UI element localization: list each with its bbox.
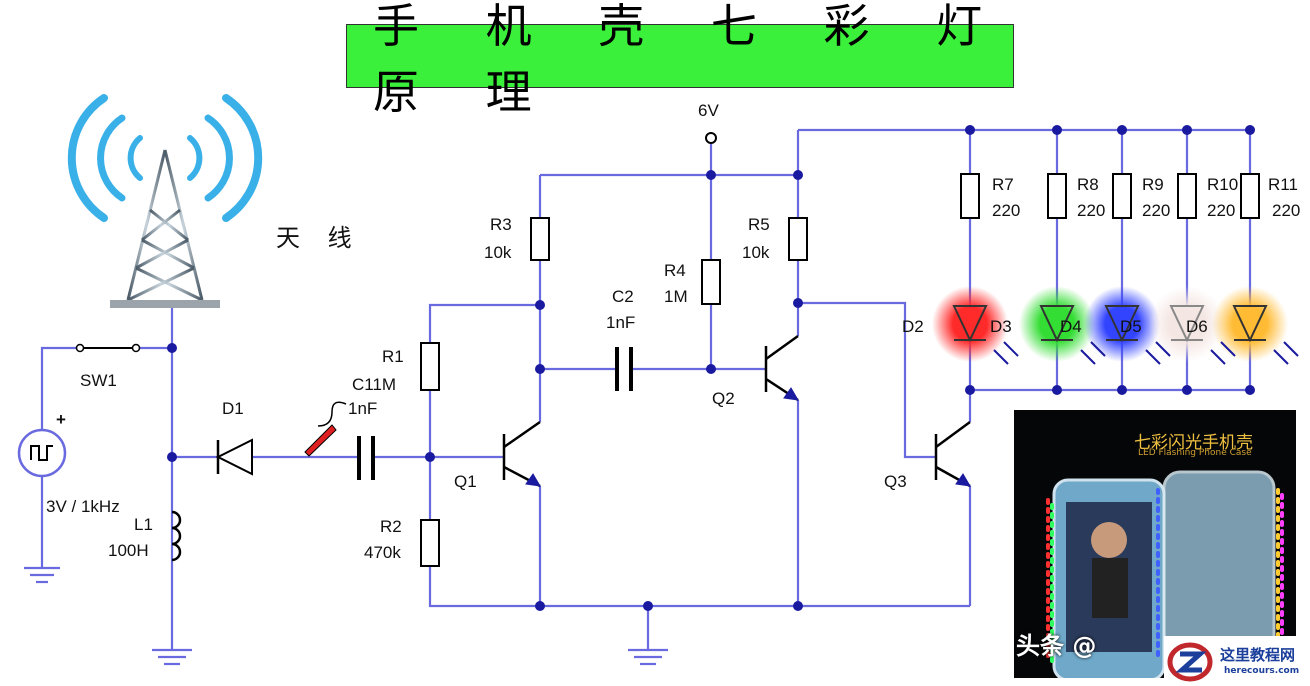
d3-label: D3	[990, 317, 1012, 336]
sw1-label: SW1	[80, 371, 117, 390]
c1-combined-label: C11M	[352, 375, 396, 394]
transistor-q1	[502, 420, 541, 488]
switch-sw1	[75, 343, 141, 353]
resistor-r4	[701, 259, 721, 305]
led-glow-red	[932, 286, 1008, 362]
r10-value: 220	[1207, 201, 1235, 220]
r2-value: 470k	[364, 543, 401, 562]
capacitor-c2	[615, 347, 633, 391]
diode-d1	[215, 438, 253, 476]
r11-label: R11	[1268, 175, 1298, 194]
l1-label: L1	[134, 515, 153, 534]
resistor-r2	[420, 519, 440, 567]
site-logo: 这里教程网 herecours.com	[1164, 636, 1310, 686]
photo-title: 七彩闪光手机壳	[1134, 433, 1253, 453]
r4-label: R4	[664, 261, 686, 280]
wires	[40, 128, 1250, 650]
product-photo: 七彩闪光手机壳 LED Flashing Phone Case	[1014, 410, 1296, 678]
r9-label: R9	[1142, 175, 1164, 194]
r1-label: R1	[382, 347, 404, 366]
antenna-icon	[67, 94, 263, 308]
page-title: 手 机 壳 七 彩 灯 原 理	[373, 0, 1009, 119]
r8-value: 220	[1077, 201, 1105, 220]
r5-label: R5	[748, 215, 770, 234]
supply-terminal	[705, 132, 717, 144]
led-light-arrows	[993, 341, 1299, 365]
watermark: 头条 @	[1016, 632, 1097, 660]
led-glow-white	[1149, 286, 1225, 362]
resistor-r1	[420, 342, 440, 391]
r11-value: 220	[1272, 201, 1300, 220]
r7-value: 220	[992, 201, 1020, 220]
d5-label: D5	[1120, 317, 1142, 336]
transistor-q2	[764, 334, 799, 402]
source-polarity: +	[56, 410, 66, 429]
logo-text: 这里教程网	[1220, 646, 1296, 664]
logo-emblem-icon	[1167, 642, 1213, 682]
r8-label: R8	[1077, 175, 1099, 194]
photo-subtitle: LED Flashing Phone Case	[1138, 448, 1252, 458]
resistor-r5	[788, 217, 808, 261]
antenna-label: 天 线	[276, 224, 362, 252]
phone-case-illustration	[1046, 470, 1284, 678]
source-label: 3V / 1kHz	[46, 497, 120, 516]
led-glow-blue	[1084, 286, 1160, 362]
r5-value: 10k	[742, 243, 770, 262]
c2-label: C2	[612, 287, 634, 306]
resistor-r3	[530, 217, 550, 261]
r9-value: 220	[1142, 201, 1170, 220]
q3-label: Q3	[884, 472, 907, 491]
r7-label: R7	[992, 175, 1014, 194]
d2-label: D2	[902, 317, 924, 336]
ground-symbols	[24, 566, 668, 666]
capacitor-c1	[357, 436, 375, 480]
probe-icon	[304, 401, 347, 457]
transistor-q3	[934, 420, 971, 488]
r4-value: 1M	[664, 287, 688, 306]
supply-label: 6V	[698, 101, 719, 120]
title-banner: 手 机 壳 七 彩 灯 原 理	[346, 0, 1014, 119]
led-glow-green	[1019, 286, 1095, 362]
r3-value: 10k	[484, 243, 512, 262]
q2-label: Q2	[712, 389, 735, 408]
junction-dots	[167, 125, 1255, 611]
r2-label: R2	[380, 517, 402, 536]
d6-label: D6	[1186, 317, 1208, 336]
q1-label: Q1	[454, 472, 477, 491]
led-glow-amber	[1212, 286, 1288, 362]
c2-value: 1nF	[606, 313, 635, 332]
led-resistors	[960, 173, 1260, 219]
d1-label: D1	[222, 399, 244, 418]
r10-label: R10	[1207, 175, 1238, 194]
logo-url: herecours.com	[1224, 666, 1300, 676]
led-symbols	[952, 305, 1268, 343]
d4-label: D4	[1060, 317, 1082, 336]
inductor-l1	[171, 510, 182, 562]
ac-source-icon	[17, 428, 67, 478]
l1-value: 100H	[108, 541, 149, 560]
r3-label: R3	[490, 215, 512, 234]
c1-value: 1nF	[348, 399, 377, 418]
